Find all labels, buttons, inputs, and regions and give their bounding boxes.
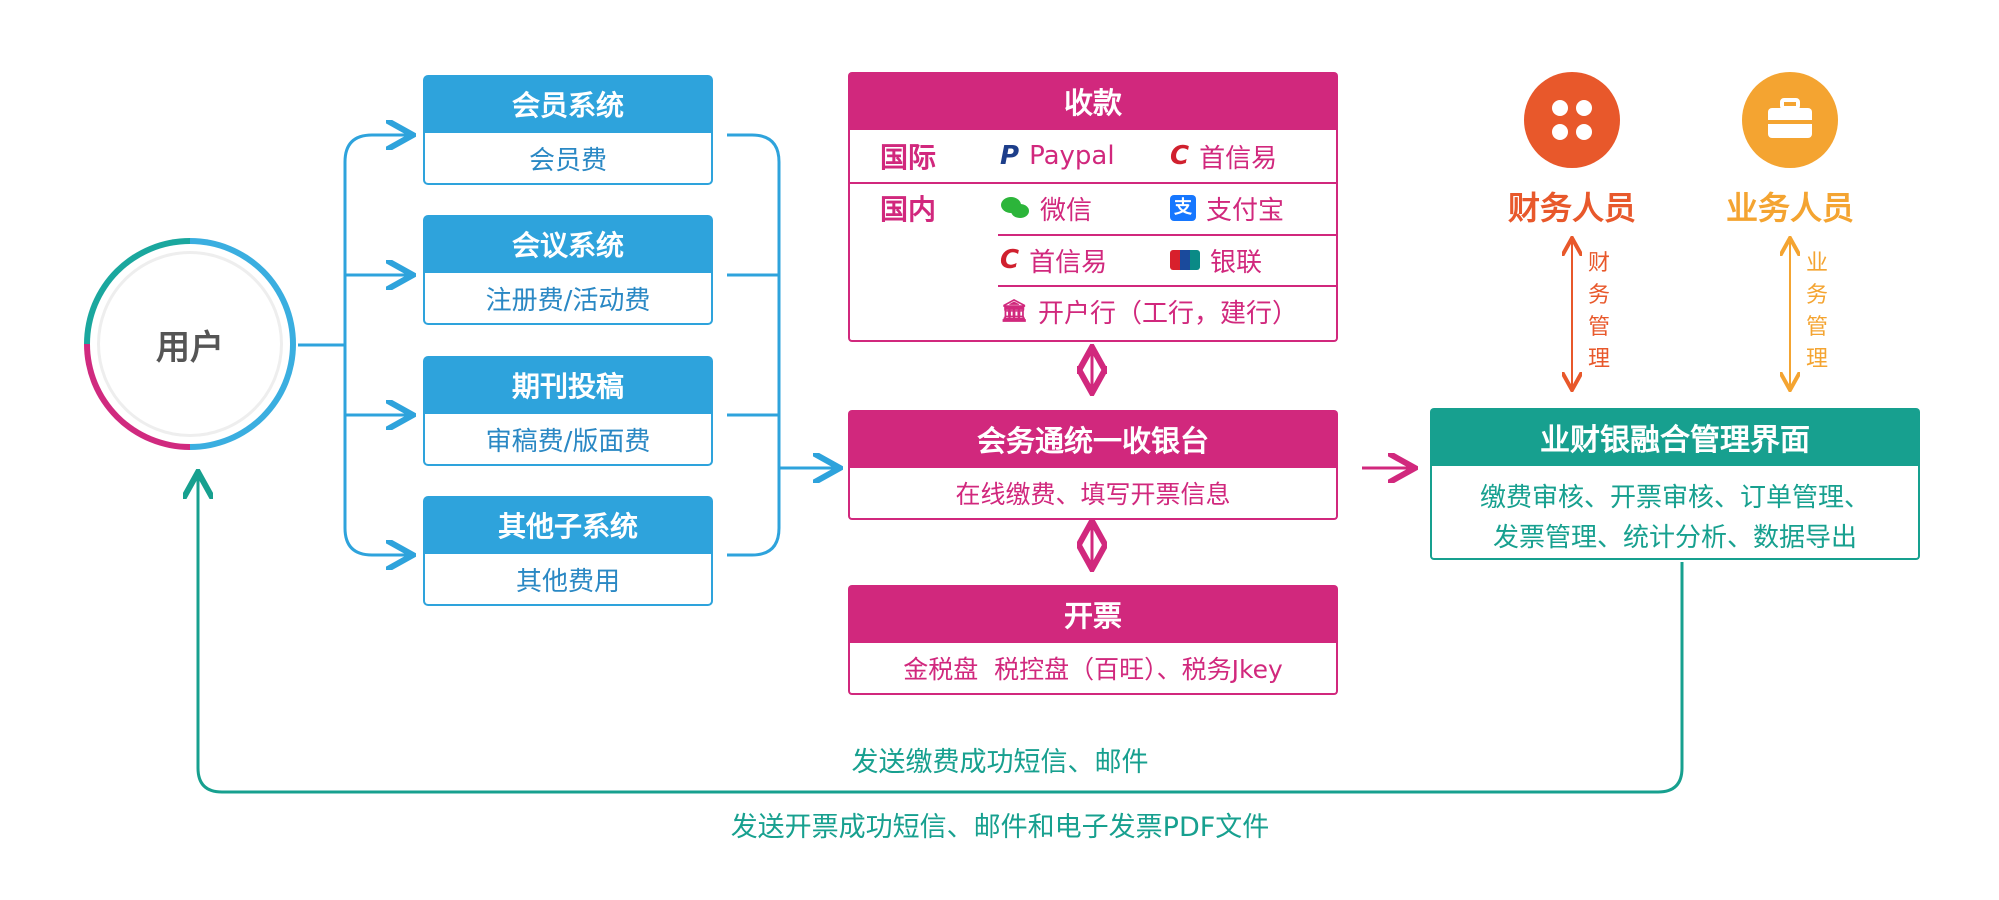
cashier-desc: 在线缴费、填写开票信息	[848, 468, 1338, 520]
subsystem-title-other: 其他子系统	[423, 496, 713, 554]
payment-shouxinyi-domestic: 首信易	[1029, 247, 1108, 278]
alipay-icon: 支	[1170, 195, 1196, 221]
payment-alipay: 支付宝	[1206, 195, 1285, 226]
subsystem-fee-conference: 注册费/活动费	[423, 273, 713, 325]
business-arrow-char: 理	[1805, 347, 1828, 372]
subsystem-fee-journal: 审稿费/版面费	[423, 414, 713, 466]
business-label: 业务人员	[1725, 189, 1854, 227]
subsystem-title-conference: 会议系统	[423, 215, 713, 273]
shouxinyi-icon: C	[1000, 245, 1020, 275]
management-functions-line1: 缴费审核、开票审核、订单管理、	[1479, 483, 1870, 513]
business-arrow-char: 业	[1805, 251, 1828, 276]
management-title: 业财银融合管理界面	[1430, 408, 1920, 466]
cashier-title: 会务通统一收银台	[848, 410, 1338, 468]
user-label: 用户	[97, 251, 283, 437]
management-functions-line2: 发票管理、统计分析、数据导出	[1492, 523, 1857, 553]
management-panel: 缴费审核、开票审核、订单管理、 发票管理、统计分析、数据导出	[1430, 466, 1920, 560]
invoice-desc: 金税盘 税控盘（百旺）、税务Jkey	[848, 643, 1338, 695]
payment-wechat: 微信	[1040, 195, 1093, 226]
subsystem-fee-other: 其他费用	[423, 554, 713, 606]
business-arrow-char: 管	[1805, 315, 1828, 340]
bank-icon: 🏛	[1000, 298, 1028, 324]
payment-shouxinyi-intl: 首信易	[1199, 143, 1278, 174]
subsystem-title-journal: 期刊投稿	[423, 356, 713, 414]
payment-notification-text: 发送缴费成功短信、邮件	[851, 747, 1149, 778]
domestic-label: 国内	[880, 193, 937, 226]
subsystem-title-member: 会员系统	[423, 75, 713, 133]
invoice-notification-text: 发送开票成功短信、邮件和电子发票PDF文件	[730, 812, 1270, 843]
collection-title: 收款	[848, 72, 1338, 130]
finance-label: 财务人员	[1507, 189, 1636, 227]
wechat-icon	[1001, 197, 1029, 218]
collection-methods-panel: 国际 国内 P Paypal C 首信易 微信 支 支付宝 C 首信易 银联 🏛…	[848, 130, 1338, 342]
finance-icon	[1524, 72, 1620, 168]
business-arrow-char: 务	[1805, 283, 1828, 308]
user-circle: 用户	[84, 238, 296, 450]
payment-paypal: Paypal	[1029, 141, 1115, 171]
business-management-text: 业 务 管 理	[1802, 248, 1832, 376]
finance-arrow-char: 财	[1587, 251, 1610, 276]
international-label: 国际	[880, 141, 937, 174]
finance-management-text: 财 务 管 理	[1584, 248, 1614, 376]
finance-arrow-char: 理	[1587, 347, 1610, 372]
business-icon	[1742, 72, 1838, 168]
subsystem-fee-member: 会员费	[423, 133, 713, 185]
paypal-icon: P	[1000, 141, 1020, 171]
unionpay-icon	[1170, 250, 1200, 270]
shouxinyi-icon: C	[1170, 141, 1190, 171]
finance-arrow-char: 务	[1587, 283, 1610, 308]
payment-bank: 开户行（工行，建行）	[1037, 298, 1298, 329]
payment-unionpay: 银联	[1210, 247, 1263, 278]
invoice-title: 开票	[848, 585, 1338, 643]
finance-arrow-char: 管	[1587, 315, 1610, 340]
